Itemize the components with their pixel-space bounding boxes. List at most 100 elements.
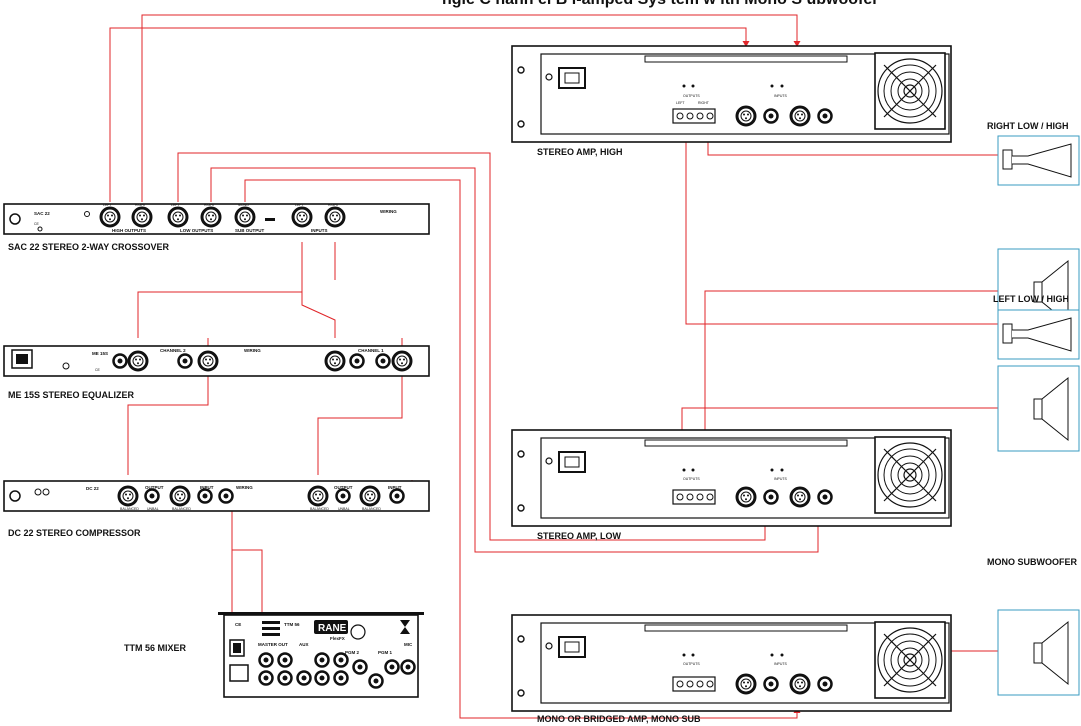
crossover-ch-4: RIGHT [204, 203, 216, 207]
amp-low-inputs: INPUTS [774, 477, 788, 481]
compressor-trs-left-bal[interactable] [218, 488, 234, 504]
crossover-group-low: LOW OUTPUTS [180, 228, 213, 233]
equalizer-model: ME 15S [92, 351, 108, 356]
amp-sub-xlr-right[interactable] [789, 673, 811, 695]
crossover-ch-2: RIGHT [135, 203, 147, 207]
amp-sub-label: MONO OR BRIDGED AMP, MONO SUB [537, 714, 701, 724]
mixer-jack-11[interactable] [333, 670, 349, 686]
mixer-jack-7[interactable] [258, 670, 274, 686]
crossover-group-inputs: INPUTS [311, 228, 328, 233]
amp-sub-fan [874, 621, 946, 699]
equalizer-group-wiring: WIRING [244, 348, 261, 353]
compressor-device: DC 22 OUTPUT INPUT WIRING OUTPUT INPUT B… [3, 480, 430, 512]
compressor-jack-4: BALANCED [310, 507, 329, 511]
amp-high-inputs: INPUTS [774, 94, 788, 98]
equalizer-trs-ch1-out[interactable] [349, 353, 365, 369]
compressor-jack-6: BALANCED [362, 507, 381, 511]
amp-low-xlr-left[interactable] [735, 486, 757, 508]
mixer-jack-3[interactable] [314, 652, 330, 668]
speaker-left-woofer [997, 365, 1080, 452]
speaker-left-label: LEFT LOW / HIGH [993, 294, 1069, 304]
mixer-jack-10[interactable] [314, 670, 330, 686]
equalizer-trs-ch1-in[interactable] [375, 353, 391, 369]
mixer-brand: RANE [318, 623, 347, 634]
crossover-group-wiring: WIRING [380, 209, 397, 214]
crossover-xlr-sub-mono[interactable] [234, 206, 256, 228]
amp-high-outputs: OUTPUTS [683, 94, 700, 98]
amp-low-level-right[interactable] [817, 489, 833, 505]
mixer-model: TTM 56 [284, 622, 300, 627]
compressor-xlr-left-out[interactable] [117, 485, 139, 507]
compressor-xlr-right-in[interactable] [359, 485, 381, 507]
amp-low-outputs: OUTPUTS [683, 477, 700, 481]
mixer-jack-9[interactable] [296, 670, 312, 686]
amp-high-left: LEFT [676, 101, 685, 105]
speaker-left-horn [997, 309, 1080, 360]
equalizer-xlr-ch2-out[interactable] [127, 350, 149, 372]
crossover-ch-5: MONO [238, 203, 249, 207]
header-title-partial: ngle C hann el B i-amped Sys tem w ith M… [442, 0, 878, 8]
crossover-xlr-high-left[interactable] [99, 206, 121, 228]
speaker-sub-woofer [997, 609, 1080, 696]
equalizer-label: ME 15S STEREO EQUALIZER [8, 390, 135, 400]
equalizer-xlr-ch1-in[interactable] [391, 350, 413, 372]
crossover-xlr-input-right[interactable] [324, 206, 346, 228]
crossover-xlr-low-right[interactable] [200, 206, 222, 228]
mixer-section-master: MASTER OUT [258, 642, 288, 647]
amp-sub-device: OUTPUTS INPUTS [511, 614, 952, 712]
crossover-model: SAC 22 [34, 211, 50, 216]
amp-high-fan [874, 52, 946, 130]
amp-high-right: RIGHT [698, 101, 710, 105]
amp-high-level-right[interactable] [817, 108, 833, 124]
amp-sub-level-right[interactable] [817, 676, 833, 692]
amp-high-xlr-left[interactable] [735, 105, 757, 127]
compressor-group-out-r: OUTPUT [334, 485, 353, 490]
mixer-jack-13[interactable] [400, 659, 416, 675]
mixer-label: TTM 56 MIXER [124, 643, 187, 653]
amp-high-device: OUTPUTS INPUTS LEFT RIGHT [511, 45, 952, 143]
mixer-jack-2[interactable] [277, 652, 293, 668]
amp-low-level-left[interactable] [763, 489, 779, 505]
compressor-group-out-l: OUTPUT [145, 485, 164, 490]
mixer-jack-6[interactable] [384, 659, 400, 675]
svg-text:CE: CE [34, 222, 40, 226]
equalizer-xlr-ch2-in[interactable] [197, 350, 219, 372]
amp-low-device: OUTPUTS INPUTS [511, 429, 952, 527]
equalizer-xlr-ch1-out[interactable] [324, 350, 346, 372]
compressor-jack-5: UNBAL [338, 507, 350, 511]
mixer-jack-4[interactable] [333, 652, 349, 668]
compressor-model: DC 22 [86, 486, 99, 491]
crossover-ch-3: LEFT [171, 203, 180, 207]
amp-sub-level-left[interactable] [763, 676, 779, 692]
mixer-jack-5[interactable] [352, 659, 368, 675]
amp-high-xlr-right[interactable] [789, 105, 811, 127]
compressor-jack-2: UNBAL [147, 507, 159, 511]
crossover-xlr-high-right[interactable] [131, 206, 153, 228]
equalizer-device: ME 15S CE CHANNEL 2 CHANNEL 1 WIRING [3, 345, 430, 377]
mixer-jack-12[interactable] [368, 673, 384, 689]
equalizer-trs-ch2-out[interactable] [112, 353, 128, 369]
crossover-xlr-low-left[interactable] [167, 206, 189, 228]
svg-text:CE: CE [95, 368, 101, 372]
amp-sub-inputs: INPUTS [774, 662, 788, 666]
amp-high-level-left[interactable] [763, 108, 779, 124]
crossover-ch-7: RIGHT [328, 203, 340, 207]
compressor-xlr-left-in[interactable] [169, 485, 191, 507]
amp-low-fan [874, 436, 946, 514]
equalizer-trs-ch2-in[interactable] [177, 353, 193, 369]
mixer-jack-8[interactable] [277, 670, 293, 686]
mixer-jack-1[interactable] [258, 652, 274, 668]
speaker-right-label: RIGHT LOW / HIGH [987, 121, 1069, 131]
compressor-trs-right-out[interactable] [335, 488, 351, 504]
amp-sub-outputs: OUTPUTS [683, 662, 700, 666]
crossover-group-high: HIGH OUTPUTS [112, 228, 146, 233]
compressor-xlr-right-out[interactable] [307, 485, 329, 507]
crossover-group-sub: SUB OUTPUT [235, 228, 265, 233]
crossover-xlr-input-left[interactable] [291, 206, 313, 228]
amp-low-xlr-right[interactable] [789, 486, 811, 508]
compressor-trs-left-out[interactable] [144, 488, 160, 504]
amp-sub-xlr-left[interactable] [735, 673, 757, 695]
compressor-trs-left-in[interactable] [197, 488, 213, 504]
compressor-trs-right-in[interactable] [389, 488, 405, 504]
